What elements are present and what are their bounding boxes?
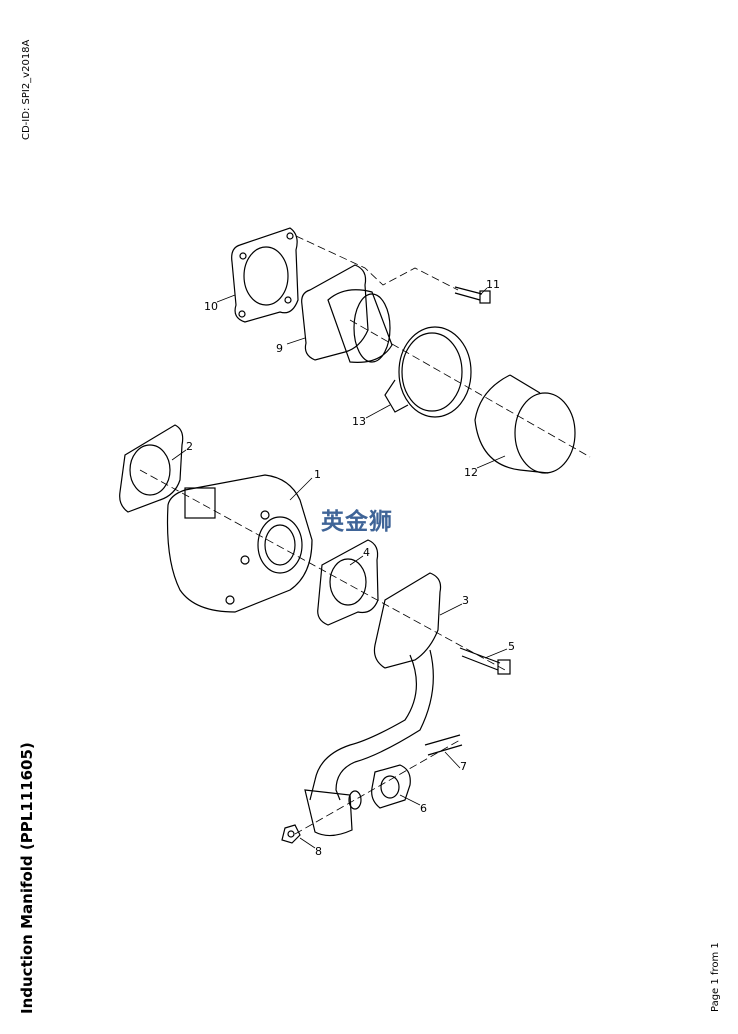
- callout-5: 5: [508, 640, 515, 653]
- callout-1: 1: [314, 468, 321, 481]
- part-13-hose-clamp: [384, 326, 472, 418]
- leader-lines: [171, 287, 508, 849]
- part-11-bolt: [454, 286, 491, 304]
- part-12-hose: [474, 374, 576, 474]
- callout-labels: 1 2 3 4 5 6 7 8 9 10 11 12 13: [186, 278, 515, 858]
- part-10-gasket: [231, 227, 299, 323]
- part-3-pipe: [304, 572, 442, 837]
- part-6-gasket: [371, 764, 411, 809]
- part-2-gasket: [119, 424, 184, 513]
- part-1-throttle-body: [166, 474, 313, 613]
- watermark-logo: 英金狮: [321, 509, 393, 535]
- callout-4: 4: [363, 546, 370, 559]
- callout-2: 2: [186, 440, 193, 453]
- callout-10: 10: [204, 300, 218, 313]
- callout-7: 7: [460, 760, 467, 773]
- assembly-axis-lines: [139, 235, 591, 835]
- callout-12: 12: [464, 466, 478, 479]
- callout-8: 8: [315, 845, 322, 858]
- part-8-nut: [281, 824, 301, 844]
- callout-11: 11: [486, 278, 500, 291]
- part-7-stud: [424, 734, 463, 756]
- callout-13: 13: [352, 415, 366, 428]
- part-5-bolt: [459, 647, 511, 675]
- callout-9: 9: [276, 342, 283, 355]
- part-4-gasket: [317, 539, 379, 626]
- callout-3: 3: [462, 594, 469, 607]
- callout-6: 6: [420, 802, 427, 815]
- part-9-flanged-pipe: [301, 264, 393, 363]
